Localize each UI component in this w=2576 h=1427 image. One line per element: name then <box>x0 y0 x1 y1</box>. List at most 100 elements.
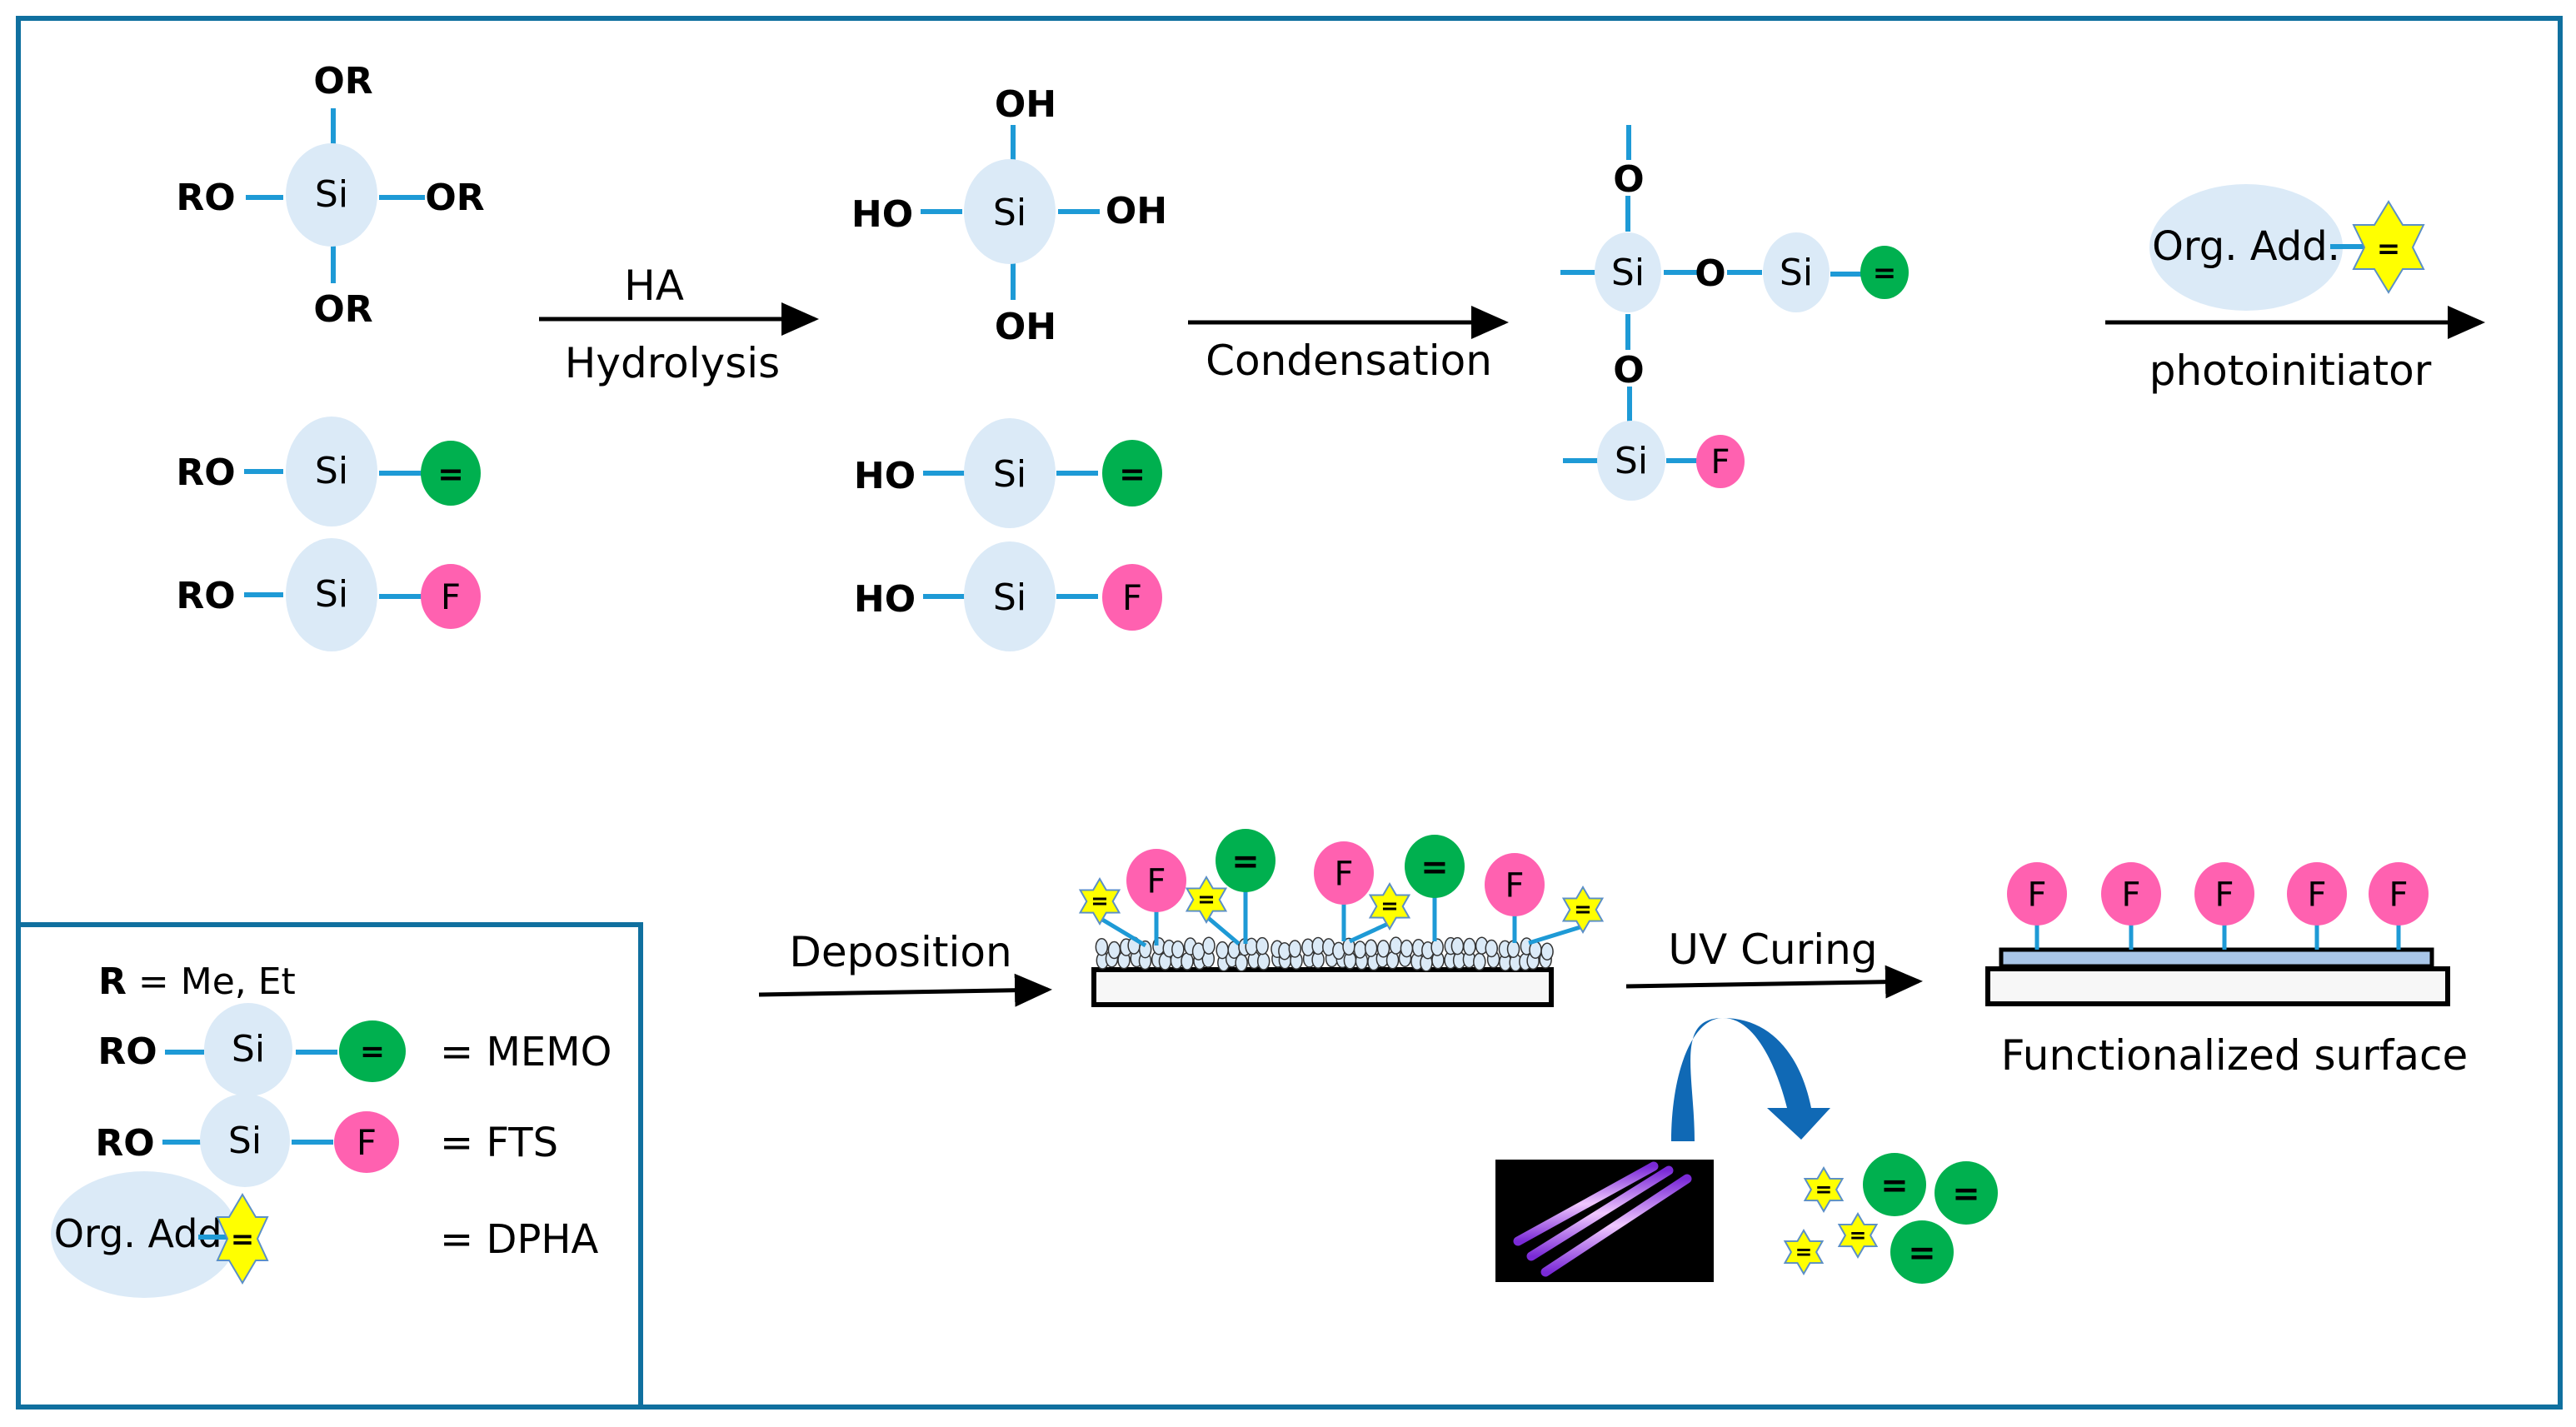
silica-particle <box>1353 941 1367 959</box>
si-label: Si <box>232 1028 265 1070</box>
dpha-symbol: = <box>1815 1177 1833 1201</box>
silica-particle <box>1389 936 1403 955</box>
curved-arrow-icon <box>1671 1018 1830 1141</box>
uv-curing-step: UV Curing ====== <box>1495 926 1998 1284</box>
cured-film <box>1999 947 2434 969</box>
ho-label: HO <box>854 578 916 621</box>
dpha-symbol: = <box>1850 1223 1867 1247</box>
silica-particle <box>1540 942 1554 961</box>
si-label: Si <box>315 173 348 216</box>
legend-frame <box>16 922 643 1410</box>
silica-particle <box>1463 937 1476 956</box>
fluoro-group-icon <box>1314 841 1374 905</box>
o-right-label: O <box>1695 252 1725 295</box>
condensation-arrow: Condensation <box>1188 306 1509 385</box>
o-top-label: O <box>1613 158 1644 201</box>
silica-particle <box>1450 936 1465 955</box>
si-label: Si <box>315 450 348 492</box>
uv-tube <box>1540 1174 1692 1277</box>
bond <box>1348 921 1391 944</box>
silicic-acid: Si OH HO OH OH <box>851 83 1167 348</box>
released-species: ====== <box>1783 1153 1998 1284</box>
fluoro-group-icon <box>2287 862 2347 926</box>
si-label: Si <box>1615 440 1648 482</box>
dpha-symbol: = <box>231 1223 255 1256</box>
memo-name: = MEMO <box>440 1029 612 1075</box>
fluoro-symbol: F <box>1122 577 1142 618</box>
ho-label: HO <box>854 455 916 497</box>
dpha-star-icon <box>1561 886 1605 934</box>
si-atom <box>204 1003 292 1096</box>
hydrolysis-arrow: HA Hydrolysis <box>539 262 819 387</box>
si-label: Si <box>1611 252 1645 294</box>
dpha-symbol: = <box>2377 232 2401 266</box>
dpha-star-icon <box>1783 1229 1825 1275</box>
fts-name: = FTS <box>440 1120 558 1166</box>
memo-hydrolyzed: Si HO = <box>854 418 1162 528</box>
uv-lamp-photo <box>1495 1160 1714 1282</box>
silica-particle <box>1256 936 1269 955</box>
dpha-star-icon <box>1837 1212 1879 1259</box>
oh-top-label: OH <box>995 83 1056 126</box>
dpha-symbol: = <box>1795 1240 1813 1264</box>
arrow-line <box>758 973 1052 1007</box>
dpha-star-icon <box>1185 876 1228 924</box>
legend: R = Me, Et Si RO = = MEMO Si RO F = FTS … <box>51 960 612 1298</box>
si-atom <box>1597 421 1665 501</box>
ro-label: RO <box>95 1122 154 1165</box>
silica-particle <box>1485 939 1499 958</box>
fluoro-group-symbol: F <box>1505 866 1525 905</box>
dpha-star-icon <box>1078 877 1121 926</box>
methacrylate-group-icon <box>1934 1161 1998 1225</box>
silica-particle <box>1430 938 1444 956</box>
bond <box>1205 915 1241 946</box>
si-atom <box>964 159 1056 264</box>
methacrylate-group-symbol: = <box>1420 848 1448 886</box>
si-label: Si <box>228 1120 262 1162</box>
methacrylate-group-icon <box>1863 1153 1926 1216</box>
methacrylate-group-icon <box>421 441 481 506</box>
silica-particle <box>1506 940 1520 958</box>
fluoro-group-symbol: F <box>2308 876 2327 914</box>
silica-particle <box>1311 936 1325 955</box>
fluoro-group-icon <box>2007 862 2067 926</box>
ho-left-label: HO <box>851 193 913 236</box>
silica-particle <box>1376 940 1390 958</box>
r-symbol: R <box>98 960 127 1003</box>
organic-additive-ellipse <box>2149 184 2343 311</box>
hydrolysis-label: Hydrolysis <box>565 339 780 387</box>
fluoro-group-symbol: F <box>2389 876 2409 914</box>
dpha-name: = DPHA <box>440 1216 598 1263</box>
bond <box>1098 916 1147 948</box>
deposition-step: Deposition =F==F==F= <box>758 829 1605 1007</box>
fluoro-group-symbol: F <box>2215 876 2234 914</box>
si-atom <box>286 538 377 651</box>
silica-particle <box>1181 952 1194 970</box>
methacrylate-symbol: = <box>1119 456 1146 492</box>
ro-left-label: RO <box>176 177 235 219</box>
si-label: Si <box>1780 252 1813 294</box>
organic-additive-label: Org. Add. <box>54 1211 234 1256</box>
organic-additive-label: Org. Add. <box>2152 223 2340 270</box>
fluoro-group-icon <box>1102 564 1162 631</box>
dpha-symbol: = <box>1091 889 1108 914</box>
photoinitiator-label: photoinitiator <box>2149 347 2432 395</box>
fluoro-group-icon <box>421 564 481 629</box>
functionalized-surface-label: Functionalized surface <box>2001 1031 2469 1080</box>
methacrylate-group-symbol: = <box>1908 1234 1935 1272</box>
fluoro-group-icon <box>1126 849 1186 912</box>
dpha-symbol: = <box>1574 897 1591 922</box>
dpha-symbol: = <box>1197 887 1215 912</box>
fluoro-symbol: F <box>1710 443 1730 481</box>
dpha-star-icon <box>2352 200 2425 294</box>
methacrylate-group-icon <box>1216 829 1276 892</box>
si-label: Si <box>993 576 1026 619</box>
fluoro-group-icon <box>1485 853 1545 916</box>
methacrylate-group-symbol: = <box>1880 1166 1908 1205</box>
o-bottom-label: O <box>1613 349 1644 392</box>
organic-additive-ellipse <box>51 1171 237 1298</box>
outer-frame <box>16 16 2563 1410</box>
dpha-symbol: = <box>1380 894 1398 919</box>
